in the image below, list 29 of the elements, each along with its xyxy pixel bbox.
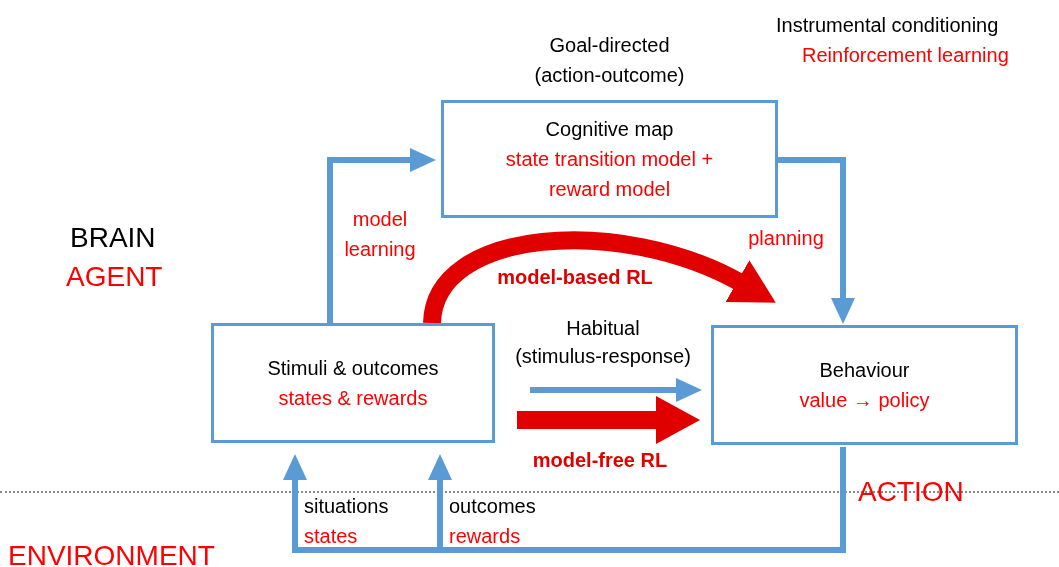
process-box <box>441 100 778 218</box>
arrow <box>428 447 846 553</box>
process-box <box>711 325 1018 445</box>
edge-label: Habitual (stimulus-response) <box>514 316 692 369</box>
label-text: ACTION <box>858 475 964 509</box>
edge-label: model-free RL <box>531 448 669 473</box>
box-subtitle: state transition model + reward model <box>504 147 715 202</box>
edge-label: outcomes rewards <box>449 494 537 549</box>
box-title: Cognitive map <box>545 117 674 142</box>
arrow <box>423 231 777 325</box>
arrow <box>530 378 702 402</box>
label-text: BRAIN <box>70 221 156 255</box>
process-box <box>211 323 495 443</box>
edge-label: model-based RL <box>496 265 654 290</box>
box-title: Behaviour <box>819 358 910 383</box>
edge-label: situations states <box>304 494 390 549</box>
box-title: Stimuli & outcomes <box>267 356 439 381</box>
box-subtitle: states & rewards <box>278 386 428 411</box>
edge-label: planning <box>747 226 825 251</box>
arrow <box>778 157 855 324</box>
arrow <box>517 396 700 444</box>
heading-text: Goal-directed (action-outcome) <box>533 33 686 88</box>
label-text: ENVIRONMENT <box>8 539 215 567</box>
box-subtitle: value → policy <box>799 388 930 413</box>
edge-label: model learning <box>343 207 417 262</box>
arrow <box>327 148 436 323</box>
label-text: Reinforcement learning <box>802 43 1009 68</box>
label-text: AGENT <box>66 260 163 294</box>
label-text: Instrumental conditioning <box>776 13 999 38</box>
